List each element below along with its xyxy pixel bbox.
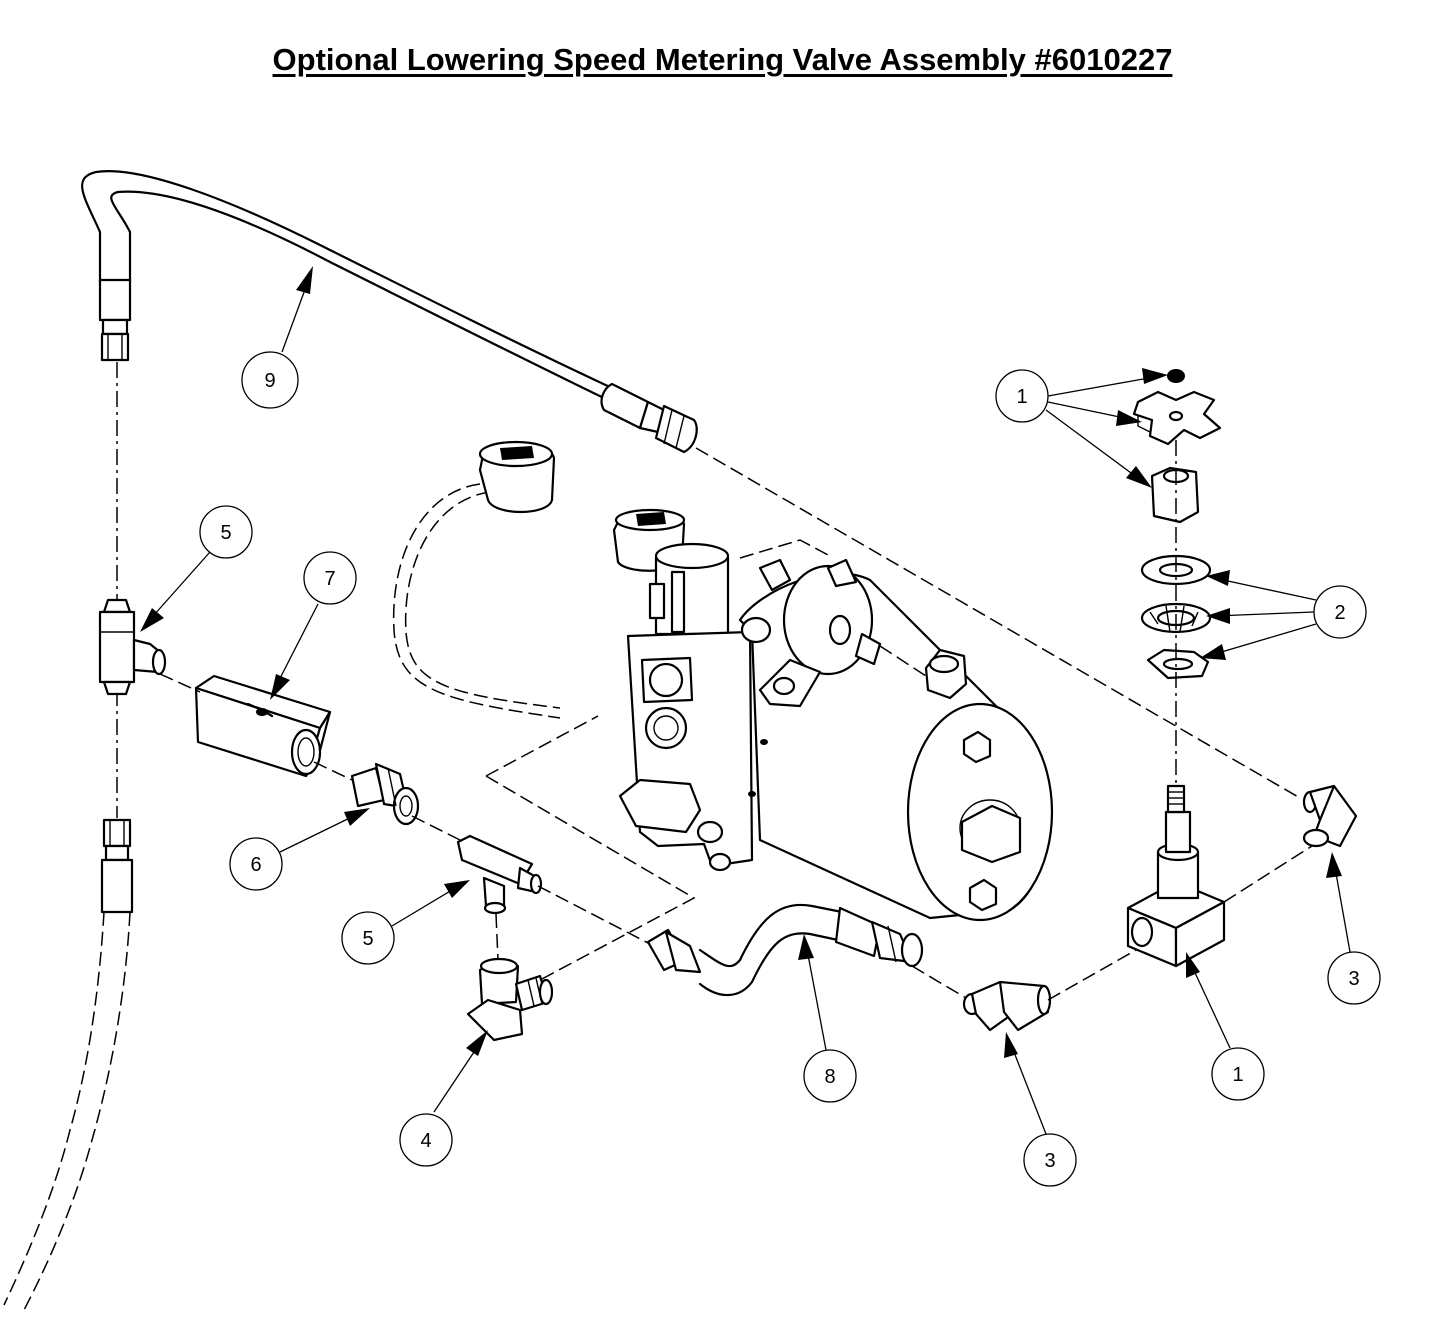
callout-7: 7 <box>270 551 357 700</box>
callout-9: 9 <box>241 266 313 409</box>
metering-valve-1 <box>1126 784 1226 968</box>
callout-label-8: 8 <box>824 1066 835 1088</box>
callout-label-6: 6 <box>250 854 261 876</box>
adapter-fitting-6 <box>350 762 420 826</box>
hose-9-lower <box>3 818 134 1311</box>
hose-9 <box>81 170 698 454</box>
callout-label-1-top: 1 <box>1016 386 1027 408</box>
callout-2: 2 <box>1200 570 1367 660</box>
tee-fitting-5-lower <box>456 834 543 915</box>
elbow-fitting-4 <box>466 957 554 1042</box>
callout-1-lower: 1 <box>1186 952 1265 1101</box>
flow-control-valve-7 <box>194 674 332 778</box>
callout-label-5-upper: 5 <box>220 522 231 544</box>
callout-6: 6 <box>229 808 370 891</box>
callout-4: 4 <box>399 1030 488 1167</box>
callout-label-4: 4 <box>420 1130 431 1152</box>
hose-8 <box>646 903 924 997</box>
callout-5-upper: 5 <box>140 505 253 632</box>
metering-knob-assembly-1 <box>1132 369 1222 524</box>
assembly-guide-lines <box>159 447 1313 1001</box>
title-text: Optional Lowering Speed Metering Valve A… <box>272 42 1173 77</box>
hydraulic-power-unit <box>392 440 1054 981</box>
elbow-fitting-3-lower <box>962 980 1052 1032</box>
callout-5-lower: 5 <box>341 880 470 965</box>
callout-label-7: 7 <box>324 568 335 590</box>
callout-label-9: 9 <box>264 370 275 392</box>
tee-fitting-5-upper <box>98 598 167 696</box>
callout-3-right: 3 <box>1326 852 1381 1005</box>
callout-8: 8 <box>798 934 857 1103</box>
callout-label-1-lower: 1 <box>1232 1064 1243 1086</box>
callout-3-lower: 3 <box>1004 1032 1077 1187</box>
callout-label-3-lower: 3 <box>1044 1150 1055 1172</box>
callout-label-3-right: 3 <box>1348 968 1359 990</box>
callout-label-5-lower: 5 <box>362 928 373 950</box>
callout-1-top: 1 <box>995 368 1168 488</box>
elbow-fitting-3-right <box>1302 784 1358 848</box>
callout-label-2: 2 <box>1334 602 1345 624</box>
page-title: Optional Lowering Speed Metering Valve A… <box>0 42 1445 78</box>
